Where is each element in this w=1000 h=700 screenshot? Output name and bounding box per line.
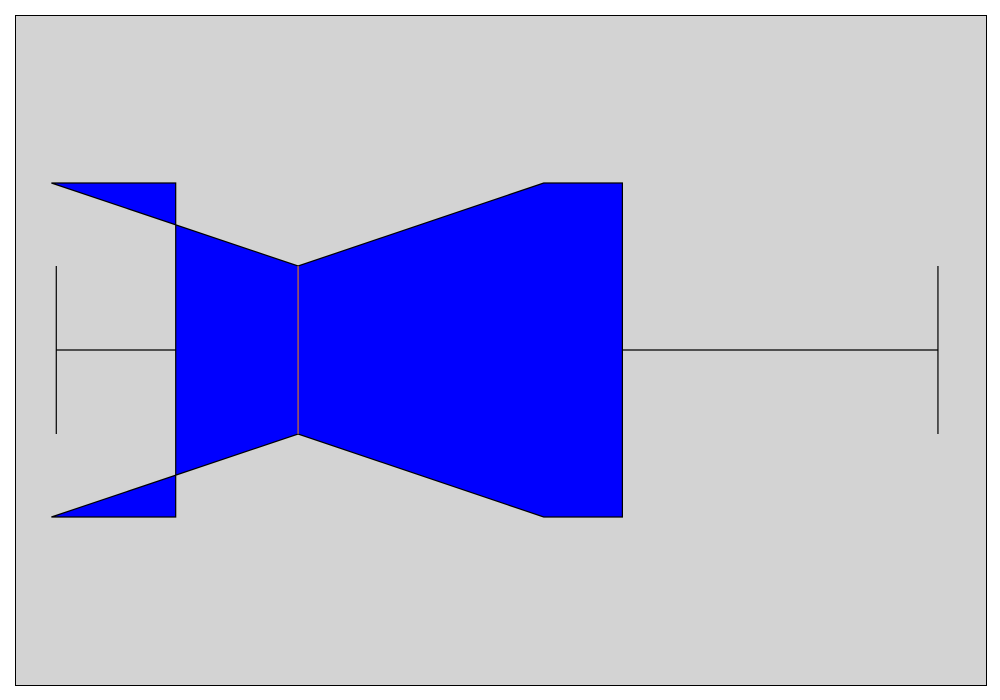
notched-box [51, 182, 624, 518]
box-marks [51, 182, 939, 518]
